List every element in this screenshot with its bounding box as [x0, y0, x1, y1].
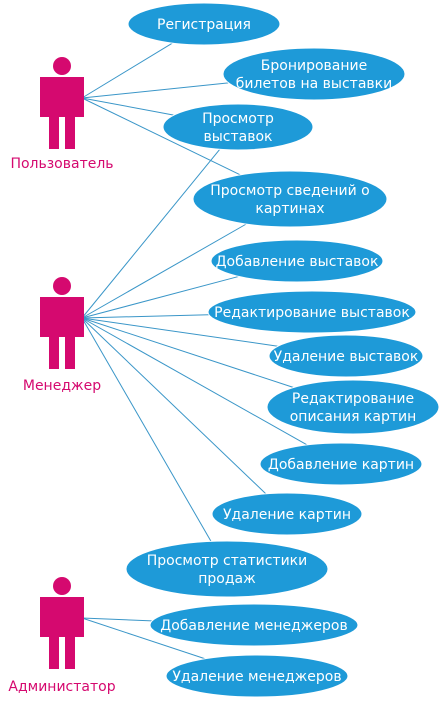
use-case-label: Добавление выставок: [216, 254, 379, 270]
association-manager-delete-paintings: [81, 317, 267, 495]
association-manager-view-paintings-info: [81, 223, 247, 319]
use-case-ellipse: [149, 603, 359, 647]
use-case-delete-paintings: Удаление картин: [211, 492, 363, 536]
association-manager-view-exhibitions: [81, 148, 221, 319]
association-admin-add-managers: [81, 617, 153, 622]
use-case-label: описания картин: [290, 409, 417, 425]
use-case-edit-paintings-desc: Редактирование описания картин: [266, 379, 439, 435]
use-case-ellipse: [211, 492, 363, 536]
use-case-view-paintings-info: Просмотр сведений о картинах: [192, 170, 388, 228]
association-manager-edit-paintings-desc: [81, 317, 294, 388]
use-case-label: картинах: [255, 201, 324, 217]
use-case-add-paintings: Добавление картин: [259, 442, 423, 486]
use-case-view-exhibitions: Просмотр выставок: [162, 103, 314, 151]
use-case-label: Добавление картин: [268, 457, 414, 473]
association-manager-add-paintings: [81, 317, 308, 446]
actor-admin: Администатор: [8, 577, 116, 695]
use-case-view-sales-stats: Просмотр статистики продаж: [125, 540, 329, 598]
actor-label: Менеджер: [23, 378, 101, 394]
use-case-label: Редактирование выставок: [214, 305, 410, 321]
use-case-delete-exhibitions: Удаление выставок: [268, 334, 424, 378]
use-case-label: Просмотр сведений о: [210, 183, 370, 199]
use-case-booking: Бронирование билетов на выставки: [222, 47, 406, 101]
use-case-label: Удаление картин: [223, 507, 351, 523]
association-manager-add-exhibitions: [81, 275, 239, 319]
use-case-delete-managers: Удаление менеджеров: [165, 654, 349, 698]
use-case-edit-exhibitions: Редактирование выставок: [207, 290, 417, 334]
use-case-label: Редактирование: [292, 391, 414, 407]
actor-stick-figure-icon: [40, 277, 84, 369]
use-case-ellipse: [162, 103, 314, 151]
use-case-label: билетов на выставки: [236, 76, 392, 92]
use-case-label: выставок: [203, 129, 272, 145]
actor-label: Администатор: [8, 679, 115, 695]
use-case-label: Удаление менеджеров: [172, 669, 341, 685]
use-case-ellipse: [222, 47, 406, 101]
association-admin-delete-managers: [81, 617, 206, 660]
use-case-ellipse: [125, 540, 329, 598]
association-manager-delete-exhibitions: [81, 317, 278, 347]
actor-stick-figure-icon: [40, 57, 84, 149]
use-case-ellipse: [210, 239, 384, 283]
actor-manager: Менеджер: [23, 277, 101, 394]
use-case-label: Просмотр: [202, 111, 274, 127]
use-case-ellipse: [268, 334, 424, 378]
use-case-label: Удаление выставок: [274, 349, 419, 365]
association-user-booking: [81, 82, 229, 99]
use-case-ellipse: [192, 170, 388, 228]
association-manager-view-sales-stats: [81, 317, 212, 542]
use-case-ellipse: [259, 442, 423, 486]
use-case-ellipse: [266, 379, 439, 435]
use-case-label: Регистрация: [157, 17, 251, 33]
association-user-view-paintings-info: [81, 97, 241, 176]
association-manager-edit-exhibitions: [81, 314, 209, 319]
actor-stick-figure-icon: [40, 577, 84, 669]
use-case-add-managers: Добавление менеджеров: [149, 603, 359, 647]
use-case-registration: Регистрация: [127, 2, 281, 46]
association-user-view-exhibitions: [81, 97, 174, 116]
use-case-ellipse: [207, 290, 417, 334]
actor-label: Пользователь: [10, 156, 113, 172]
use-case-label: Добавление менеджеров: [160, 618, 347, 634]
use-case-label: Просмотр статистики: [147, 553, 308, 569]
use-case-ellipse: [127, 2, 281, 46]
use-case-label: продаж: [198, 571, 256, 587]
use-case-label: Бронирование: [261, 58, 367, 74]
use-case-ellipse: [165, 654, 349, 698]
associations: [81, 42, 308, 660]
use-case-add-exhibitions: Добавление выставок: [210, 239, 384, 283]
association-user-registration: [81, 42, 173, 99]
actor-user: Пользователь: [10, 57, 114, 172]
